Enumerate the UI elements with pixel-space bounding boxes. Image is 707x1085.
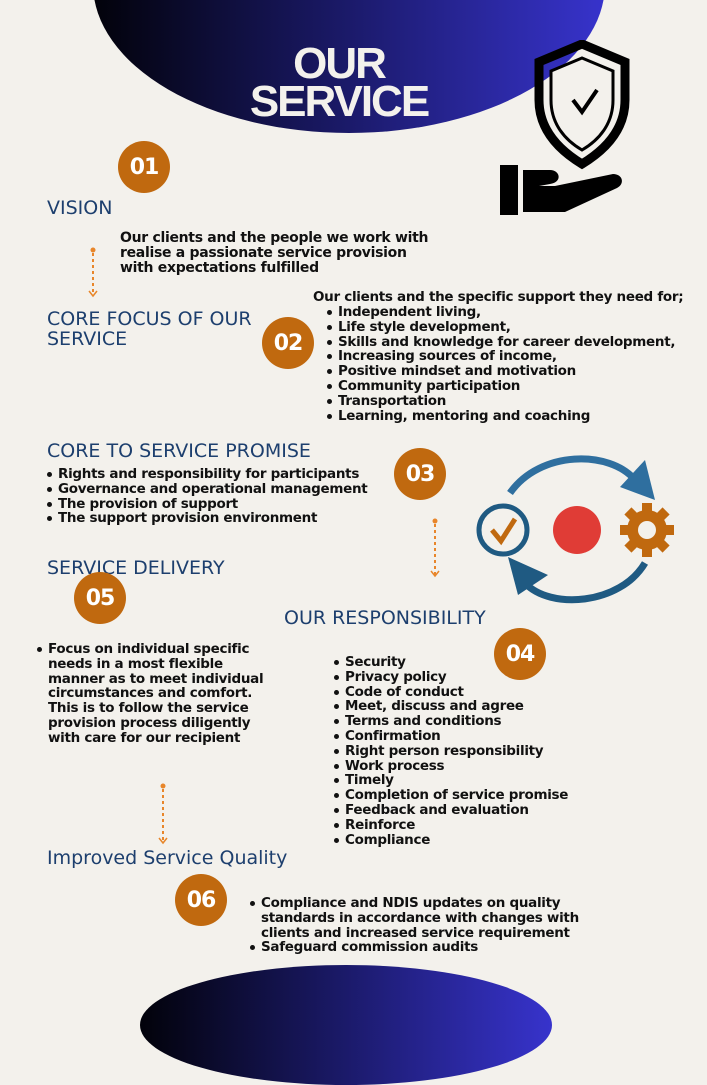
- footer-ellipse: [140, 965, 552, 1085]
- list-item: Positive mindset and motivation: [326, 364, 675, 379]
- list-item: Rights and responsibility for participan…: [46, 467, 367, 482]
- list-item: Focus on individual specific needs in a …: [36, 642, 276, 746]
- heading-line: SERVICE: [47, 328, 128, 350]
- list-item: Confirmation: [333, 729, 568, 744]
- list-item: Increasing sources of income,: [326, 349, 675, 364]
- service-delivery-heading: SERVICE DELIVERY: [47, 557, 225, 579]
- list-item: Code of conduct: [333, 684, 568, 700]
- title-line-2: SERVICE: [249, 77, 430, 126]
- list-item: Privacy policy: [333, 669, 568, 685]
- list-item: Compliance and NDIS updates on quality s…: [249, 896, 594, 940]
- list-item: Compliance: [333, 832, 568, 848]
- step-badge-06: 06: [175, 874, 227, 926]
- list-item: Security: [333, 655, 568, 670]
- step-badge-02: 02: [262, 317, 314, 369]
- list-item: The support provision environment: [46, 511, 367, 526]
- vision-line: realise a passionate service provision: [120, 244, 407, 261]
- step-badge-03: 03: [394, 448, 446, 500]
- list-item: Work process: [333, 758, 568, 774]
- list-item: Independent living,: [326, 305, 675, 320]
- dotted-arrow-icon: [158, 783, 168, 845]
- list-item: Feedback and evaluation: [333, 803, 568, 818]
- title-line-1: OUR: [293, 39, 387, 88]
- responsibility-heading: OUR RESPONSIBILITY: [284, 607, 486, 629]
- list-item: Governance and operational management: [46, 481, 368, 497]
- list-item: Completion of service promise: [333, 788, 568, 803]
- list-item: Safeguard commission audits: [249, 940, 594, 955]
- service-delivery-list: Focus on individual specific needs in a …: [36, 642, 276, 746]
- dotted-arrow-icon: [430, 518, 440, 578]
- quality-list: Compliance and NDIS updates on quality s…: [249, 896, 594, 955]
- quality-heading: Improved Service Quality: [47, 847, 288, 869]
- list-item: Timely: [333, 773, 568, 788]
- shield-hand-icon: [500, 40, 630, 215]
- heading-line: CORE FOCUS OF OUR: [47, 308, 252, 330]
- list-item: Terms and conditions: [333, 714, 568, 729]
- step-badge-01: 01: [118, 141, 170, 193]
- list-item: The provision of support: [46, 496, 367, 512]
- list-item: Life style development,: [326, 319, 675, 335]
- vision-heading: VISION: [47, 197, 113, 219]
- vision-line: with expectations fulfilled: [120, 259, 319, 276]
- core-focus-intro: Our clients and the specific support the…: [313, 289, 684, 305]
- core-focus-list: Independent living,Life style developmen…: [326, 305, 676, 424]
- service-promise-heading: CORE TO SERVICE PROMISE: [47, 440, 311, 462]
- list-item: Transportation: [326, 393, 675, 409]
- list-item: Skills and knowledge for career developm…: [326, 334, 676, 350]
- step-badge-05: 05: [74, 572, 126, 624]
- cycle-process-icon: [476, 455, 674, 604]
- step-badge-04: 04: [494, 628, 546, 680]
- list-item: Right person responsibility: [333, 743, 568, 759]
- list-item: Learning, mentoring and coaching: [326, 408, 675, 424]
- list-item: Meet, discuss and agree: [333, 699, 568, 714]
- list-item: Reinforce: [333, 817, 568, 833]
- service-promise-list: Rights and responsibility for participan…: [46, 467, 368, 526]
- vision-line: Our clients and the people we work with: [120, 230, 429, 246]
- dotted-arrow-icon: [88, 247, 98, 298]
- list-item: Community participation: [326, 379, 675, 394]
